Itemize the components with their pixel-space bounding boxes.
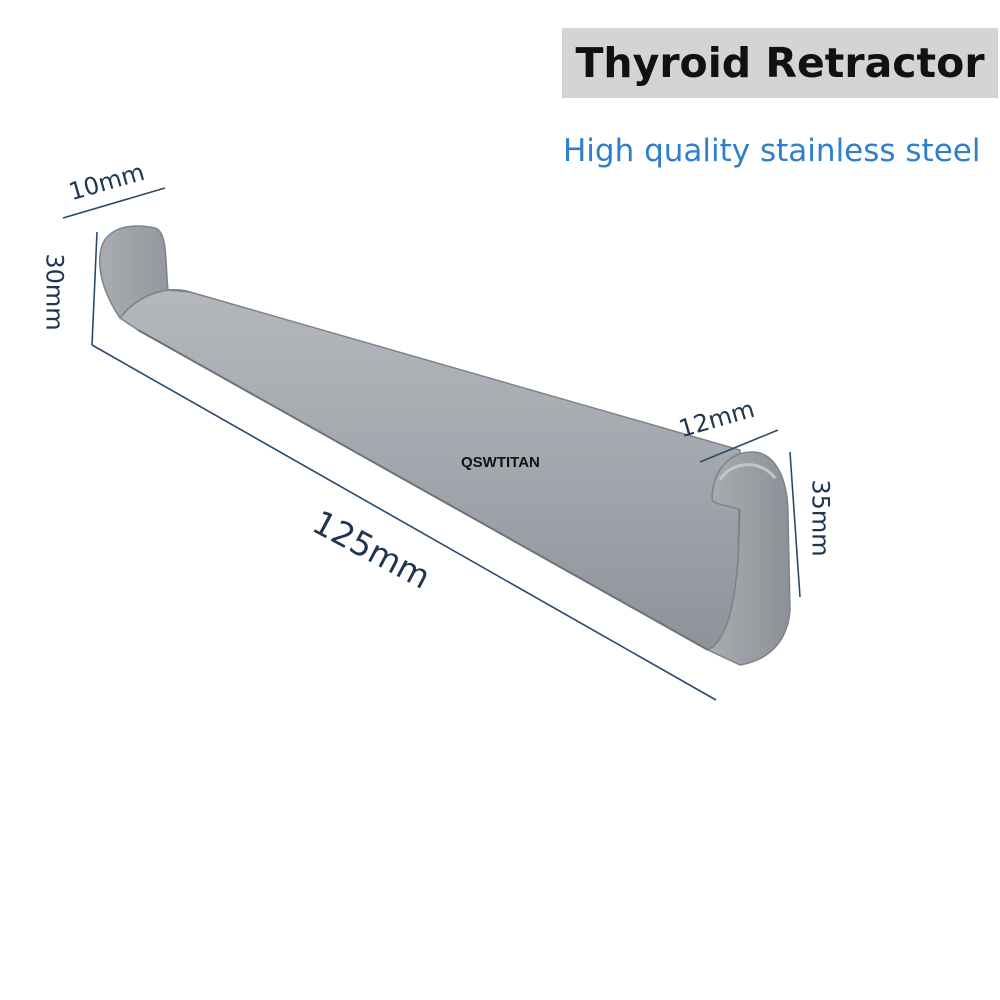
product-title: Thyroid Retractor <box>575 39 985 87</box>
title-banner: Thyroid Retractor <box>562 28 998 98</box>
retractor-blade <box>118 289 741 651</box>
dimension-lines <box>62 187 801 701</box>
retractor-right-tip <box>706 451 791 666</box>
dim-label-left-height: 30mm <box>40 253 69 331</box>
dim-label-right-height: 35mm <box>806 479 835 557</box>
dim-line-right-width <box>699 429 779 463</box>
retractor-left-tip <box>99 225 191 320</box>
product-subtitle: High quality stainless steel <box>563 133 981 169</box>
brand-watermark: QSWTITAN <box>461 454 540 471</box>
dim-line-length <box>91 344 717 701</box>
dim-line-left-height <box>91 231 98 346</box>
dim-line-left-width <box>62 187 166 219</box>
dim-line-right-height <box>789 451 801 598</box>
